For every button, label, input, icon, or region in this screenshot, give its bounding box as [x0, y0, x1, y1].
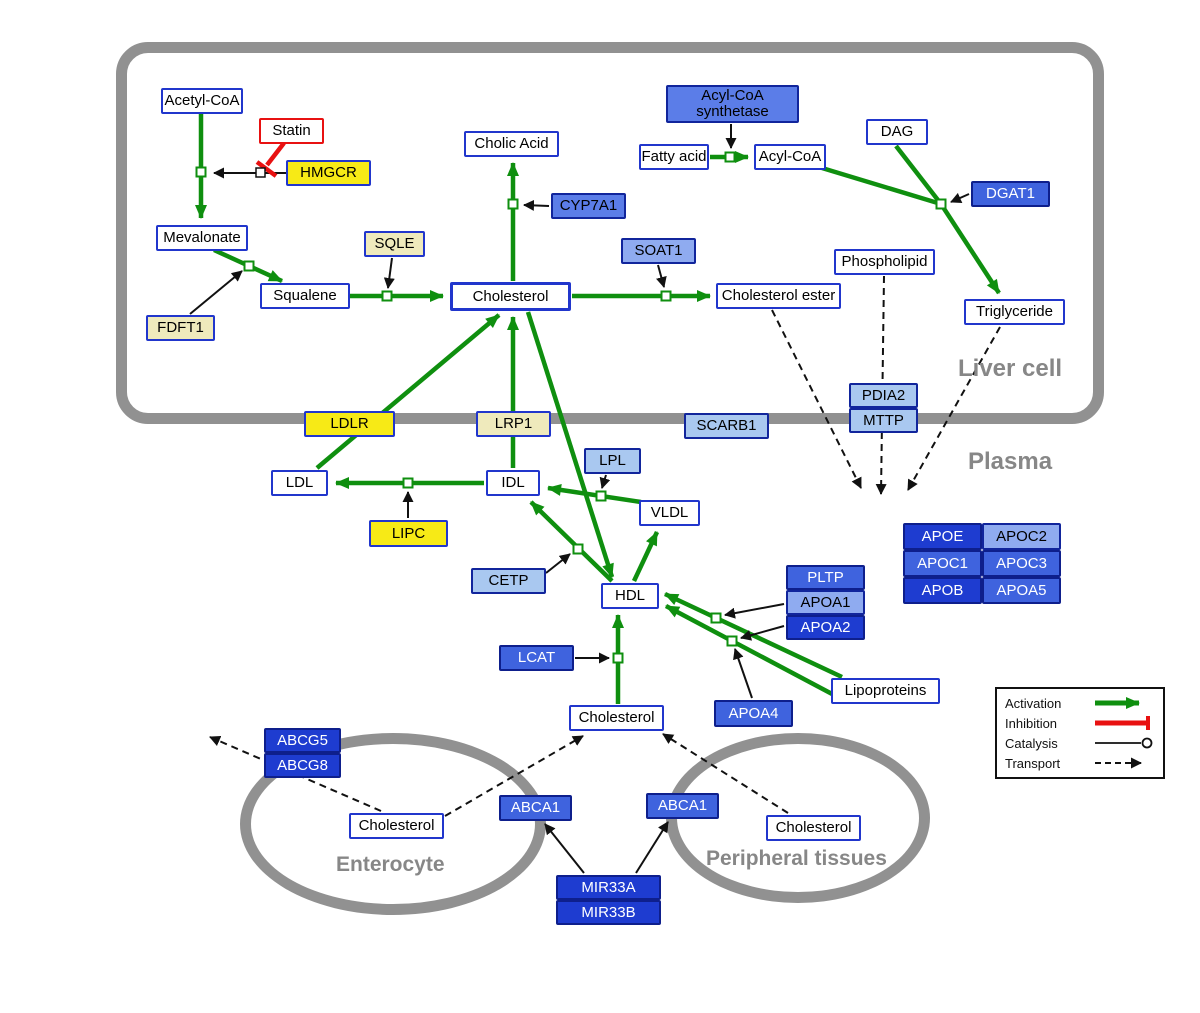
peripheral-tissues-label: Peripheral tissues [706, 847, 887, 870]
node-hdl[interactable]: HDL [601, 583, 659, 609]
legend-activation-label: Activation [1005, 695, 1062, 711]
node-vldl[interactable]: VLDL [639, 500, 700, 526]
liver-cell-label: Liver cell [958, 355, 1063, 382]
liver-cell-membrane [116, 42, 1104, 424]
node-apoc3[interactable]: APOC3 [982, 550, 1061, 577]
enterocyte-label: Enterocyte [336, 853, 445, 876]
node-acyl-coa[interactable]: Acyl-CoA [754, 144, 826, 170]
reaction-nodes [195, 151, 947, 664]
node-apoc2[interactable]: APOC2 [982, 523, 1061, 550]
legend: Activation Inhibition Catalysis Transpor… [995, 687, 1165, 779]
catalysis-circle-icon [1095, 737, 1153, 749]
node-squalene[interactable]: Squalene [260, 283, 350, 309]
node-lcat[interactable]: LCAT [499, 645, 574, 671]
inhibition-tbar-icon [1095, 716, 1150, 730]
node-apob[interactable]: APOB [903, 577, 982, 604]
legend-transport: Transport [997, 753, 1163, 773]
legend-transport-label: Transport [1005, 755, 1061, 771]
node-abcg8[interactable]: ABCG8 [264, 753, 341, 778]
node-mir33b[interactable]: MIR33B [556, 900, 661, 925]
node-triglyceride[interactable]: Triglyceride [964, 299, 1065, 325]
node-scarb1[interactable]: SCARB1 [684, 413, 769, 439]
node-hmgcr[interactable]: HMGCR [286, 160, 371, 186]
node-lipoproteins[interactable]: Lipoproteins [831, 678, 940, 704]
activation-edges [195, 114, 1001, 704]
node-abca1-enterocyte[interactable]: ABCA1 [499, 795, 572, 821]
node-cholesterol-liver[interactable]: Cholesterol [450, 282, 571, 311]
node-fatty-acid[interactable]: Fatty acid [639, 144, 709, 170]
node-mir33a[interactable]: MIR33A [556, 875, 661, 900]
node-pltp[interactable]: PLTP [786, 565, 865, 590]
activation-arrow-icon [1095, 697, 1140, 709]
node-statin[interactable]: Statin [259, 118, 324, 144]
legend-activation: Activation [997, 693, 1163, 713]
legend-inhibition: Inhibition [997, 713, 1163, 733]
node-mttp[interactable]: MTTP [849, 408, 918, 433]
node-pdia2[interactable]: PDIA2 [849, 383, 918, 408]
legend-inhibition-label: Inhibition [1005, 715, 1058, 731]
legend-catalysis-label: Catalysis [1005, 735, 1058, 751]
node-fdft1[interactable]: FDFT1 [146, 315, 215, 341]
enterocyte-membrane [240, 733, 546, 915]
node-ldlr[interactable]: LDLR [304, 411, 395, 437]
inhibition-edge-statin [255, 141, 286, 178]
transport-dashed-arrow-icon [1095, 757, 1142, 769]
node-apoa5[interactable]: APOA5 [982, 577, 1061, 604]
node-abca1-peripheral[interactable]: ABCA1 [646, 793, 719, 819]
node-idl[interactable]: IDL [486, 470, 540, 496]
node-abcg5[interactable]: ABCG5 [264, 728, 341, 753]
node-dgat1[interactable]: DGAT1 [971, 181, 1050, 207]
node-apoa1[interactable]: APOA1 [786, 590, 865, 615]
node-cholic-acid[interactable]: Cholic Acid [464, 131, 559, 157]
node-mevalonate[interactable]: Mevalonate [156, 225, 248, 251]
node-apoa2[interactable]: APOA2 [786, 615, 865, 640]
node-apoc1[interactable]: APOC1 [903, 550, 982, 577]
node-apoa4[interactable]: APOA4 [714, 700, 793, 727]
legend-catalysis: Catalysis [997, 733, 1163, 753]
node-acyl-coa-synthetase[interactable]: Acyl-CoA synthetase [666, 85, 799, 123]
catalysis-site-square [255, 167, 266, 178]
node-dag[interactable]: DAG [866, 119, 928, 145]
node-acetyl-coa[interactable]: Acetyl-CoA [161, 88, 243, 114]
node-cyp7a1[interactable]: CYP7A1 [551, 193, 626, 219]
node-apoe[interactable]: APOE [903, 523, 982, 550]
node-lipc[interactable]: LIPC [369, 520, 448, 547]
node-soat1[interactable]: SOAT1 [621, 238, 696, 264]
node-cholesterol-peripheral[interactable]: Cholesterol [766, 815, 861, 841]
node-ldl[interactable]: LDL [271, 470, 328, 496]
node-sqle[interactable]: SQLE [364, 231, 425, 257]
node-phospholipid[interactable]: Phospholipid [834, 249, 935, 275]
node-lrp1[interactable]: LRP1 [476, 411, 551, 437]
node-cetp[interactable]: CETP [471, 568, 546, 594]
node-lpl[interactable]: LPL [584, 448, 641, 474]
node-cholesterol-ester[interactable]: Cholesterol ester [716, 283, 841, 309]
plasma-label: Plasma [968, 448, 1053, 475]
node-cholesterol-plasma[interactable]: Cholesterol [569, 705, 664, 731]
node-cholesterol-enterocyte[interactable]: Cholesterol [349, 813, 444, 839]
